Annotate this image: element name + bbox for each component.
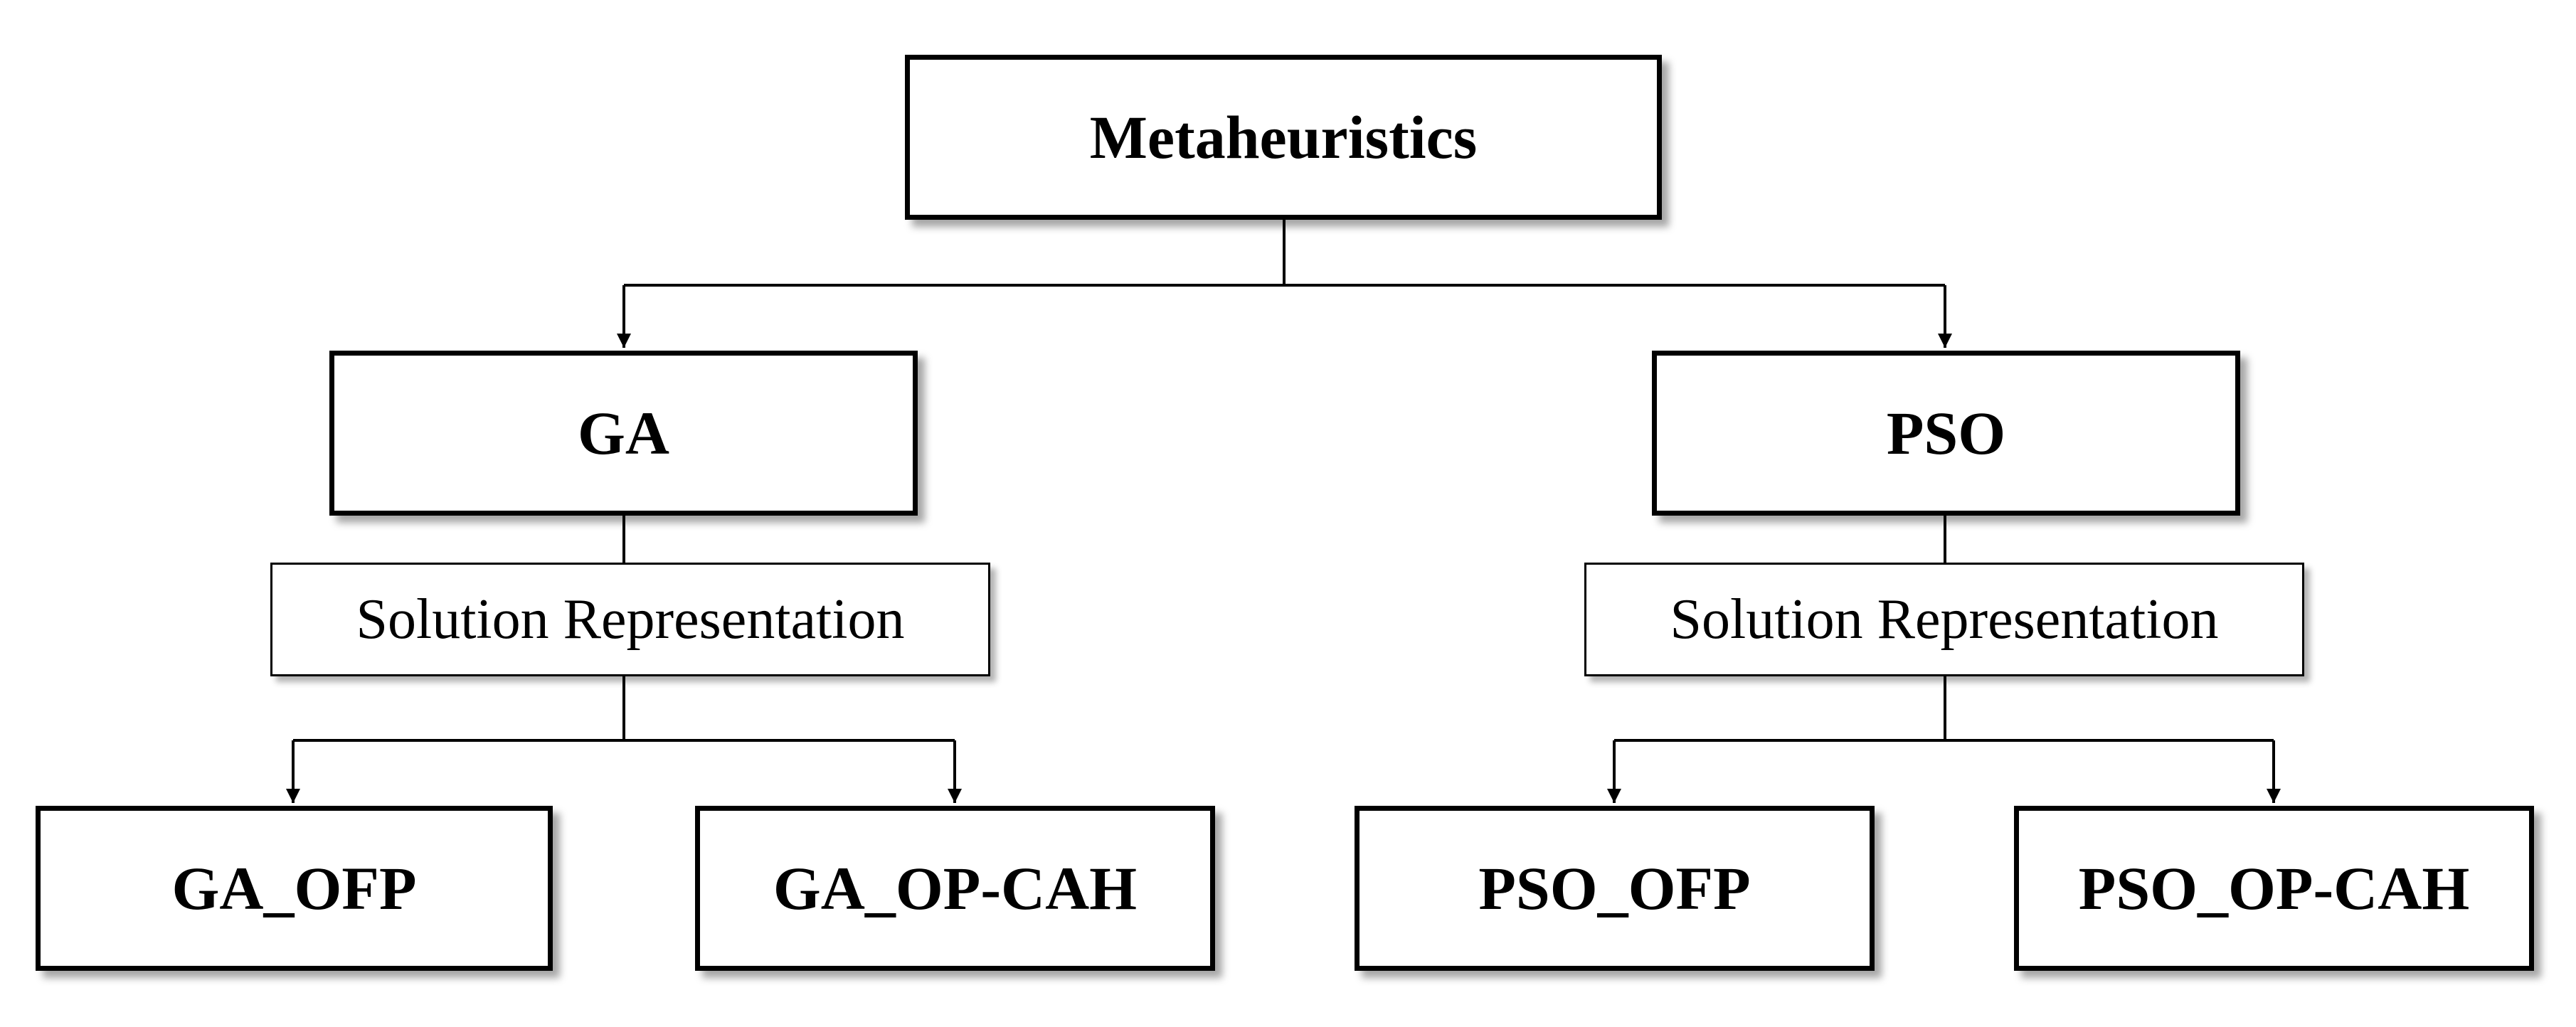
- node-ga: GA: [329, 351, 918, 516]
- node-pso-ofp: PSO_OFP: [1355, 806, 1875, 971]
- node-ga-op-cah-label: GA_OP-CAH: [773, 854, 1138, 922]
- node-ga-solution-representation-label: Solution Representation: [356, 587, 905, 651]
- node-ga-solution-representation: Solution Representation: [270, 563, 990, 676]
- node-metaheuristics-label: Metaheuristics: [1089, 103, 1478, 171]
- node-pso-op-cah-label: PSO_OP-CAH: [2078, 854, 2470, 922]
- node-pso-ofp-label: PSO_OFP: [1478, 854, 1751, 922]
- node-ga-label: GA: [578, 399, 669, 467]
- node-pso: PSO: [1652, 351, 2240, 516]
- node-pso-solution-representation-label: Solution Representation: [1670, 587, 2219, 651]
- node-pso-label: PSO: [1886, 399, 2006, 467]
- node-ga-ofp: GA_OFP: [36, 806, 553, 971]
- node-pso-solution-representation: Solution Representation: [1584, 563, 2304, 676]
- node-metaheuristics: Metaheuristics: [905, 55, 1662, 220]
- node-pso-op-cah: PSO_OP-CAH: [2014, 806, 2534, 971]
- node-ga-ofp-label: GA_OFP: [171, 854, 417, 922]
- node-ga-op-cah: GA_OP-CAH: [695, 806, 1215, 971]
